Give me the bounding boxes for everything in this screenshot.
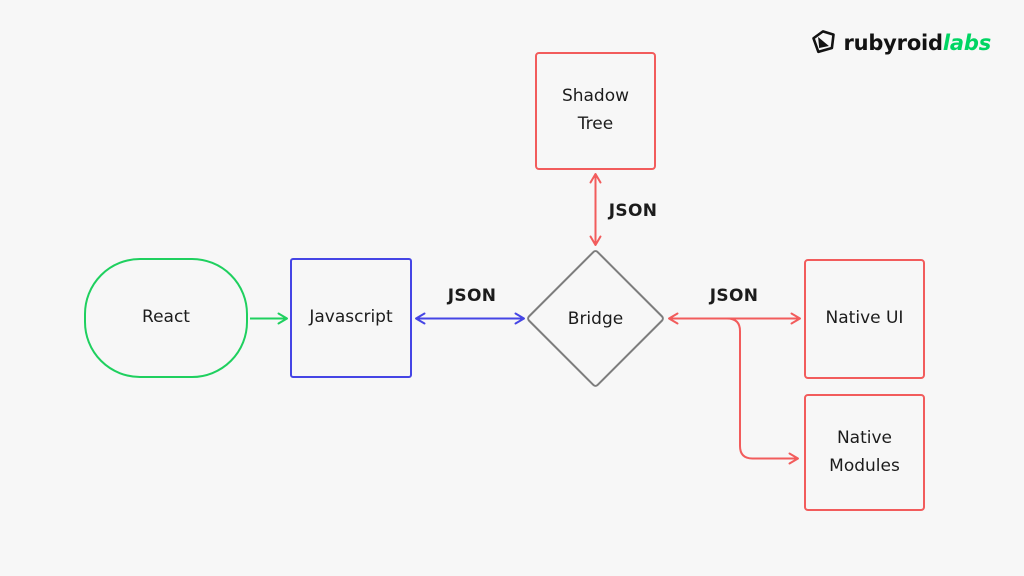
node-native-ui-label: Native UI (825, 308, 904, 329)
logo-suffix-text: labs (942, 31, 991, 55)
node-bridge-label: Bridge (567, 308, 624, 329)
logo-wordmark: rubyroidlabs (843, 31, 991, 55)
gem-icon (810, 29, 837, 57)
edge-label-json-javascript-bridge: JSON (447, 286, 497, 306)
node-react-label: React (142, 307, 190, 328)
logo-brand-text: rubyroid (843, 31, 943, 55)
edge-label-json-bridge-native-ui: JSON (709, 286, 759, 306)
node-react: React (84, 258, 248, 378)
node-shadow-tree-label: Shadow Tree (561, 86, 630, 134)
edge-label-json-bridge-shadow-tree: JSON (608, 201, 658, 221)
node-native-modules: Native Modules (804, 394, 925, 511)
node-native-ui: Native UI (804, 259, 925, 379)
node-shadow-tree: Shadow Tree (535, 52, 656, 170)
rubyroidlabs-logo: rubyroidlabs (810, 29, 991, 57)
node-javascript-label: Javascript (309, 307, 393, 328)
edge-bridge-native-modules (726, 317, 799, 465)
node-javascript: Javascript (290, 258, 412, 378)
node-native-modules-label: Native Modules (829, 427, 900, 476)
